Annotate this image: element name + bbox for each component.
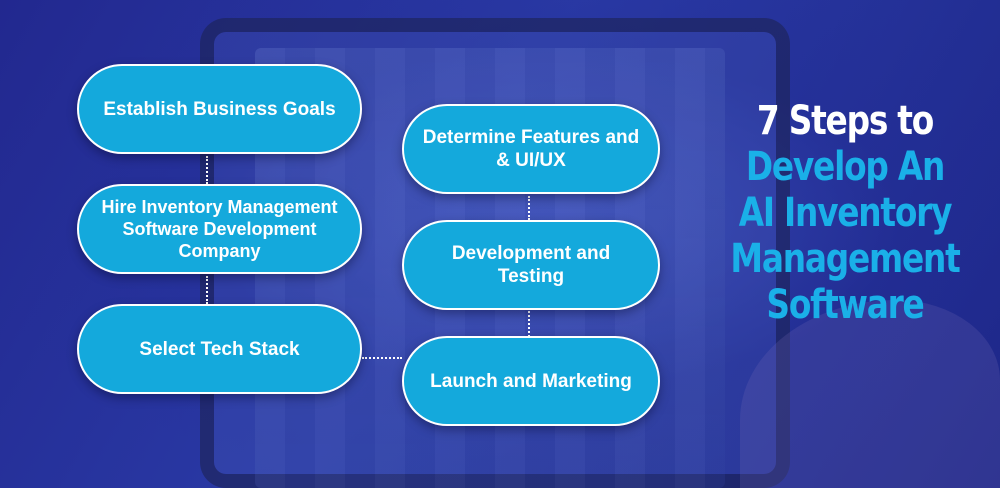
step-label: Hire Inventory Management Software Devel… — [101, 197, 338, 261]
connector-6-5 — [528, 311, 530, 337]
step-hire-development-company: Hire Inventory Management Software Devel… — [77, 184, 362, 274]
step-label: Determine Features and & UI/UX — [422, 127, 640, 171]
step-determine-features: Determine Features and & UI/UX — [402, 104, 660, 194]
step-launch-and-marketing: Launch and Marketing — [402, 336, 660, 426]
title-line-4: Management — [730, 236, 960, 282]
step-establish-business-goals: Establish Business Goals — [77, 64, 362, 154]
step-label: Development and Testing — [451, 243, 611, 287]
step-label: Launch and Marketing — [430, 370, 632, 392]
connector-2-3 — [206, 276, 208, 304]
page-title: 7 Steps to Develop An AI Inventory Manag… — [726, 98, 964, 328]
step-label: Select Tech Stack — [139, 338, 300, 360]
title-line-2: Develop An — [745, 144, 945, 190]
connector-1-2 — [206, 156, 208, 184]
connector-3-6 — [362, 357, 402, 359]
title-line-5: Software — [766, 282, 924, 328]
connector-5-4 — [528, 196, 530, 220]
title-line-3: AI Inventory — [738, 190, 953, 236]
step-label: Establish Business Goals — [103, 98, 336, 120]
step-development-and-testing: Development and Testing — [402, 220, 660, 310]
title-line-1: 7 Steps to — [756, 98, 934, 144]
step-select-tech-stack: Select Tech Stack — [77, 304, 362, 394]
